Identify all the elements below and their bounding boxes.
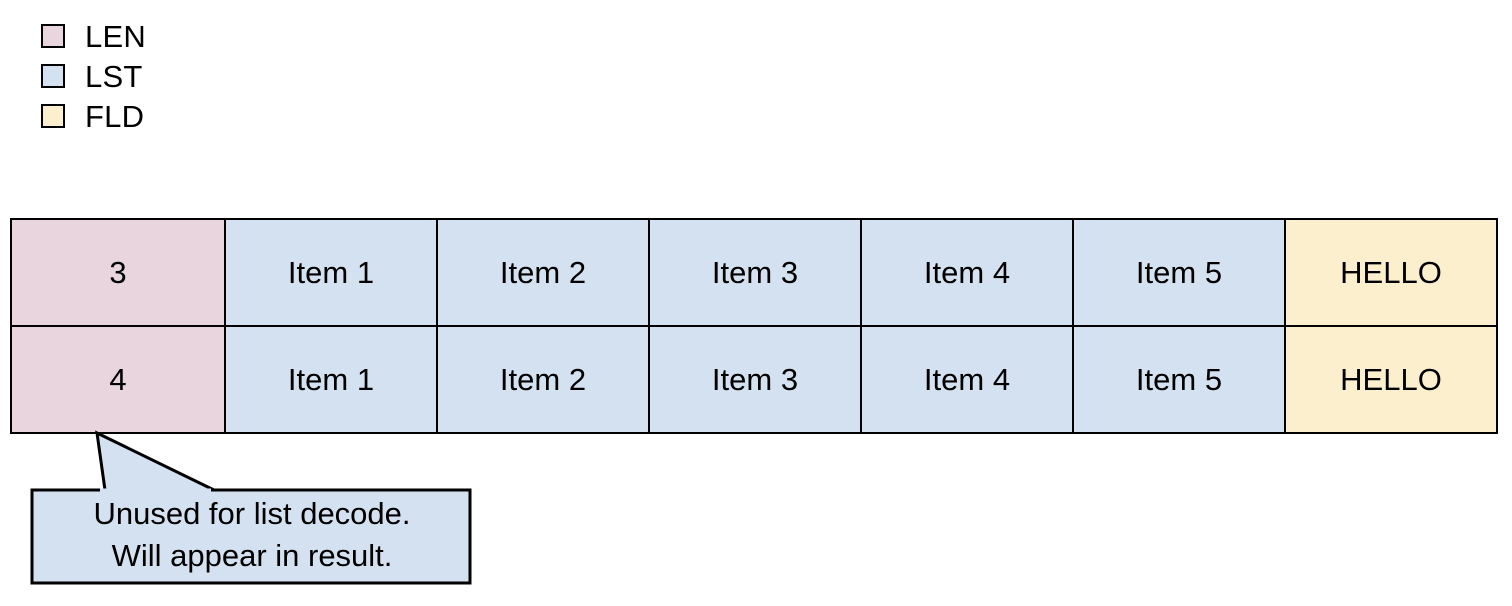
cell-item5-row1: Item 5	[1072, 218, 1286, 327]
cell-item1-row2: Item 1	[224, 325, 438, 434]
legend-label-len: LEN	[85, 18, 146, 54]
legend-swatch-len-icon	[41, 24, 65, 48]
legend-item-len: LEN	[41, 16, 146, 56]
cell-item3-row2: Item 3	[648, 325, 862, 434]
cell-fld-row2: HELLO	[1284, 325, 1498, 434]
legend-swatch-lst-icon	[41, 64, 65, 88]
cell-item3-row1: Item 3	[648, 218, 862, 327]
table-row: 4 Item 1 Item 2 Item 3 Item 4 Item 5 HEL…	[10, 325, 1498, 434]
cell-len-row1: 3	[10, 218, 226, 327]
legend: LEN LST FLD	[41, 16, 146, 136]
legend-item-lst: LST	[41, 56, 146, 96]
callout-shape	[30, 430, 472, 585]
callout-tail-icon	[95, 430, 215, 492]
cell-fld-row1: HELLO	[1284, 218, 1498, 327]
legend-swatch-fld-icon	[41, 104, 65, 128]
cell-item1-row1: Item 1	[224, 218, 438, 327]
legend-item-fld: FLD	[41, 96, 146, 136]
cell-item4-row1: Item 4	[860, 218, 1074, 327]
cell-item5-row2: Item 5	[1072, 325, 1286, 434]
table-row: 3 Item 1 Item 2 Item 3 Item 4 Item 5 HEL…	[10, 218, 1498, 327]
packet-layout-table: 3 Item 1 Item 2 Item 3 Item 4 Item 5 HEL…	[10, 218, 1498, 434]
legend-label-fld: FLD	[85, 98, 145, 134]
cell-item4-row2: Item 4	[860, 325, 1074, 434]
legend-label-lst: LST	[85, 58, 143, 94]
callout-box	[30, 488, 472, 585]
cell-item2-row2: Item 2	[436, 325, 650, 434]
cell-item2-row1: Item 2	[436, 218, 650, 327]
cell-len-row2: 4	[10, 325, 226, 434]
callout-annotation: Unused for list decode. Will appear in r…	[0, 425, 520, 600]
